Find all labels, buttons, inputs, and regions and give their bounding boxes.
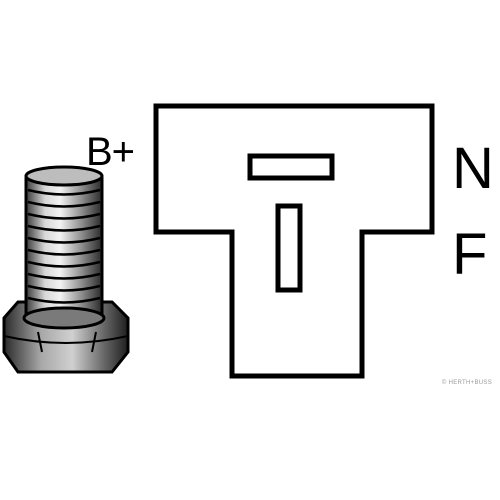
watermark-text: © HERTH+BUSS: [441, 380, 492, 386]
threaded-bolt-icon: [2, 165, 130, 374]
bolt-thread-line: [27, 248, 101, 256]
bolt-top: [24, 165, 104, 187]
t-shaped-connector-plug: [153, 103, 435, 379]
label-n: N: [452, 136, 494, 201]
bolt-thread-line: [27, 260, 101, 268]
bolt-base-collar: [22, 306, 106, 330]
bolt-hex-edge: [3, 335, 129, 344]
label-f: F: [452, 222, 488, 287]
bolt-thread-line: [27, 188, 101, 196]
label-b-plus: B+: [86, 130, 135, 174]
slot-horizontal-n: [247, 153, 335, 181]
bolt-thread-line: [27, 212, 101, 220]
bolt-thread-line: [27, 272, 101, 280]
bolt-thread-line: [27, 200, 101, 208]
bolt-thread-line: [27, 224, 101, 232]
bolt-hex-facet: [37, 331, 97, 353]
bolt-thread-line: [27, 284, 101, 292]
bolt-thread-line: [27, 296, 101, 304]
bolt-thread-line: [27, 236, 101, 244]
slot-vertical-f: [275, 203, 303, 293]
bolt-threads: [27, 188, 101, 304]
